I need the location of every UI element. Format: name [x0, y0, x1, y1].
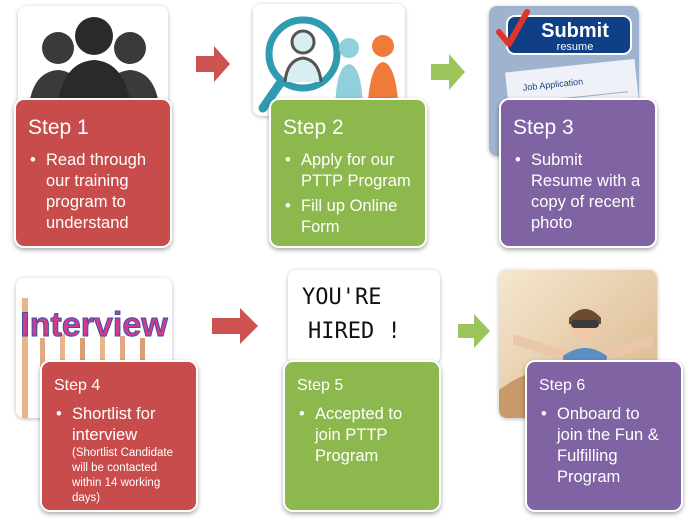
step-1-bullets: Read through our training program to und… [28, 150, 158, 234]
step-2-bullet-1: Apply for our PTTP Program [283, 150, 413, 192]
step-4-bullet-1-text: Shortlist for interview [72, 405, 156, 444]
step-4-bullets: Shortlist for interview (Shortlist Candi… [54, 404, 184, 506]
step-1-card: Step 1 Read through our training program… [14, 98, 172, 248]
arrow-step2-to-step3-icon [431, 54, 465, 90]
step-4-card: Step 4 Shortlist for interview (Shortlis… [40, 360, 198, 512]
step-3-card: Step 3 Submit Resume with a copy of rece… [499, 98, 657, 248]
arrow-step4-to-step5-icon [212, 308, 258, 344]
step-5-bullets: Accepted to join PTTP Program [297, 404, 427, 467]
magnifier-people-icon [253, 4, 405, 116]
step-4-bullet-1: Shortlist for interview (Shortlist Candi… [54, 404, 184, 506]
step-5-title: Step 5 [297, 377, 344, 394]
step-6-bullets: Onboard to join the Fun & Fulfilling Pro… [539, 404, 669, 488]
step-6-title: Step 6 [539, 377, 586, 394]
step-2-title: Step 2 [283, 116, 344, 139]
step-2-bullet-2: Fill up Online Form [283, 196, 413, 238]
interview-sign-text: Interview [20, 306, 168, 344]
step-1-title: Step 1 [28, 116, 89, 139]
step-4-title: Step 4 [54, 377, 101, 394]
step-3-bullet-1: Submit Resume with a copy of recent phot… [513, 150, 643, 234]
step-6-card: Step 6 Onboard to join the Fun & Fulfill… [525, 360, 683, 512]
step-5-card: Step 5 Accepted to join PTTP Program [283, 360, 441, 512]
step-5-bullet-1: Accepted to join PTTP Program [297, 404, 427, 467]
resume-text: resume [557, 41, 594, 53]
arrow-step1-to-step2-icon [196, 46, 230, 82]
youre-text: YOU'RE [302, 285, 381, 310]
submit-text: Submit [541, 20, 609, 42]
hired-text: HIRED ! [308, 319, 401, 344]
step-2-bullets: Apply for our PTTP Program Fill up Onlin… [283, 150, 413, 238]
hired-note-icon: YOU'RE HIRED ! [288, 270, 440, 364]
step-3-bullets: Submit Resume with a copy of recent phot… [513, 150, 643, 234]
step-2-card: Step 2 Apply for our PTTP Program Fill u… [269, 98, 427, 248]
step-6-bullet-1: Onboard to join the Fun & Fulfilling Pro… [539, 404, 669, 488]
search-people-image [253, 4, 405, 116]
step-4-note: (Shortlist Candidate will be contacted w… [72, 447, 173, 504]
step-3-title: Step 3 [513, 116, 574, 139]
youre-hired-image: YOU'RE HIRED ! [288, 270, 440, 364]
arrow-step5-to-step6-icon [458, 314, 490, 348]
step-1-bullet-1: Read through our training program to und… [28, 150, 158, 234]
